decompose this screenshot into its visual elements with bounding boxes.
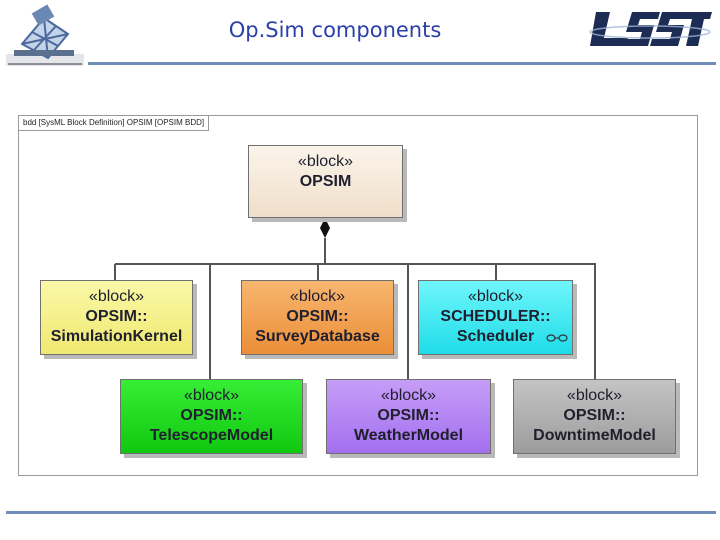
title-rule (88, 62, 716, 65)
block-qualifier: OPSIM:: (85, 308, 148, 325)
block-qualifier: OPSIM:: (563, 407, 626, 424)
block-telescope-model[interactable]: «block» OPSIM:: TelescopeModel (120, 379, 303, 454)
block-survey-database[interactable]: «block» OPSIM:: SurveyDatabase (241, 280, 394, 355)
block-weather-model[interactable]: «block» OPSIM:: WeatherModel (326, 379, 491, 454)
block-scheduler[interactable]: «block» SCHEDULER:: Scheduler (418, 280, 573, 355)
block-name: Scheduler (456, 328, 535, 345)
block-qualifier: OPSIM:: (377, 407, 440, 424)
block-name: SimulationKernel (50, 328, 183, 345)
slide-title: Op.Sim components (228, 18, 442, 42)
block-name: SurveyDatabase (255, 328, 380, 345)
block-qualifier: SCHEDULER:: (440, 308, 551, 325)
block-stereotype: «block» (183, 387, 240, 404)
block-stereotype: «block» (380, 387, 437, 404)
block-stereotype: «block» (566, 387, 623, 404)
subsystem-link-icon (546, 328, 568, 348)
block-downtime-model[interactable]: «block» OPSIM:: DowntimeModel (513, 379, 676, 454)
block-name: DowntimeModel (533, 427, 656, 444)
block-qualifier: OPSIM:: (180, 407, 243, 424)
block-qualifier: OPSIM:: (286, 308, 349, 325)
telescope-logo (4, 4, 86, 73)
composition-diamond (320, 218, 330, 238)
block-name: WeatherModel (353, 427, 464, 444)
block-name: TelescopeModel (149, 427, 274, 444)
block-simulation-kernel[interactable]: «block» OPSIM:: SimulationKernel (40, 280, 193, 355)
block-stereotype: «block» (467, 288, 524, 305)
block-stereotype: «block» (88, 288, 145, 305)
lsst-logo (588, 8, 714, 57)
block-opsim[interactable]: «block» OPSIM (248, 145, 403, 218)
block-stereotype: «block» (289, 288, 346, 305)
block-stereotype: «block» (297, 153, 354, 170)
frame-label: bdd [SysML Block Definition] OPSIM [OPSI… (19, 116, 210, 131)
footer-rule (6, 511, 716, 514)
block-name: OPSIM (299, 173, 352, 190)
